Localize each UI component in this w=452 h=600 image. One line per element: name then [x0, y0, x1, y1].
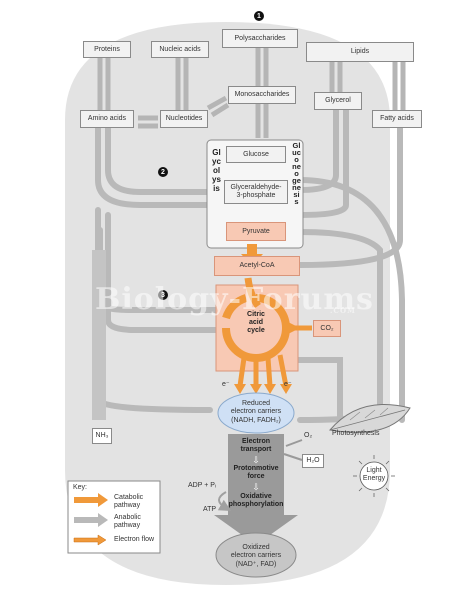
reduced-carriers-ellipse: [217, 392, 295, 434]
glyceraldehyde-box: Glyceraldehyde- 3-phosphate: [224, 180, 288, 204]
watermark-sub: .COM: [330, 306, 356, 315]
nh3-stem: [92, 250, 106, 420]
step-3-marker: 3: [158, 290, 168, 300]
reduced-carriers-label: Reduced electron carriers (NADH, FADH₂): [230, 400, 282, 424]
key-anabolic-arrow: [74, 513, 108, 527]
top-arrows: [97, 46, 406, 138]
watermark-text: Biology-Forums: [95, 282, 374, 317]
electron-left-label: e⁻: [222, 381, 230, 388]
glucose-box: Glucose: [226, 146, 286, 163]
electron-transport-label: Electron transport: [240, 438, 272, 453]
electron-right-label: e⁻: [284, 381, 292, 388]
key-electron-flow-label: Electron flow: [114, 536, 155, 543]
lipids-box: Lipids: [306, 42, 414, 62]
nucleotides-box: Nucleotides: [160, 110, 208, 128]
electron-flow-arrows: [237, 354, 289, 387]
fatty-acids-box: Fatty acids: [372, 110, 422, 128]
photosynthesis-label: Photosynthesis: [332, 430, 380, 437]
cycle-ring: [222, 294, 290, 362]
leaf-icon: [329, 404, 411, 433]
down-arrow-1: ⇩: [252, 455, 260, 465]
key-electron-arrow: [73, 534, 107, 546]
o2-label: O₂: [304, 432, 313, 439]
atp-label: ATP: [203, 506, 217, 513]
oxidized-carriers-label: Oxidized electron carriers (NAD⁺, FAD): [230, 544, 282, 568]
citric-acid-cycle-label: Citric acid cycle: [247, 311, 265, 335]
nh3-box: NH₃: [92, 428, 112, 444]
acetyl-to-cycle-arrow: [244, 277, 261, 309]
acetyl-coa-box: Acetyl-CoA: [214, 256, 300, 276]
cycle-ring-2: [222, 294, 248, 320]
co2-box: CO₂: [313, 320, 341, 337]
step-1-marker: 1: [254, 11, 264, 21]
oxidized-carriers-ellipse: [215, 532, 297, 578]
step-2-marker: 2: [158, 167, 168, 177]
key-catabolic-label: Catabolic pathway: [114, 494, 144, 509]
atp-arc: [217, 491, 232, 511]
nucleic-acids-box: Nucleic acids: [151, 41, 209, 58]
glycolysis-label: Glycolysis: [212, 148, 221, 193]
amino-acids-box: Amino acids: [80, 110, 134, 128]
transport-column: [214, 434, 298, 545]
key-catabolic-arrow: [74, 493, 108, 507]
pyruvate-to-acetyl-arrow: [241, 244, 263, 266]
key-anabolic-label: Anabolic pathway: [114, 514, 141, 529]
protonmotive-force-label: Protonmotive force: [233, 465, 279, 480]
adp-label: ADP + Pᵢ: [188, 482, 217, 489]
proteins-box: Proteins: [83, 41, 131, 58]
polysaccharides-box: Polysaccharides: [222, 29, 298, 48]
down-arrow-2: ⇩: [252, 482, 260, 492]
key-title: Key:: [73, 484, 88, 491]
monosaccharides-box: Monosaccharides: [228, 86, 296, 104]
sun-icon: [359, 461, 389, 491]
gluconeogenesis-label: Gluconeogenesis: [292, 141, 301, 206]
glycerol-box: Glycerol: [314, 92, 362, 110]
h2o-box: H₂O: [302, 454, 324, 468]
light-energy-label: Light Energy: [362, 467, 386, 482]
pyruvate-box: Pyruvate: [226, 222, 286, 241]
oxidative-phosphorylation-label: Oxidative phosphorylation: [228, 493, 284, 508]
